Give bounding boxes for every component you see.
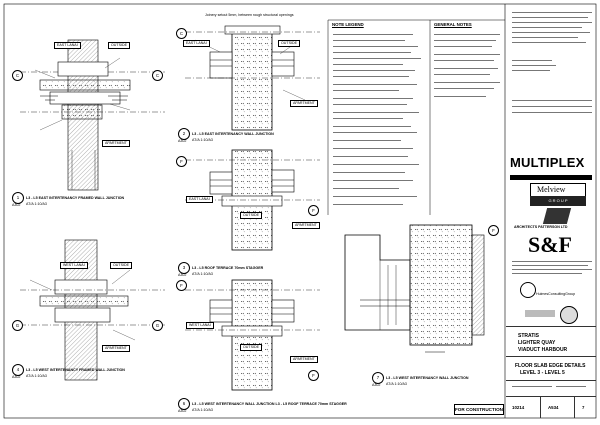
detail-2-label-lanai: EAST LANAI (183, 40, 210, 47)
detail-4-label-lanai: WEST LANAI (60, 262, 88, 269)
detail-1-drawing (20, 39, 165, 191)
detail-3-label-apartment: APARTMENT (292, 222, 320, 229)
detail-5-label-outside: OUTSIDE (240, 344, 262, 351)
detail-5-label-lanai: WEST LANAI (186, 322, 214, 329)
builder-logo: MULTIPLEX (510, 155, 585, 170)
detail-2-label-apartment: APARTMENT (290, 100, 318, 107)
grid-bubble: C (152, 70, 163, 81)
drawing-title-2: LEVEL 3 - LEVEL 5 (520, 370, 565, 376)
grid-bubble: F (308, 205, 319, 216)
grid-bubble: F (176, 156, 187, 167)
client-sub-logo: G R O U P (530, 196, 586, 206)
status-stamp: FOR CONSTRUCTION (454, 404, 504, 415)
detail-7-drawing (344, 224, 485, 353)
grid-bubble: F (308, 370, 319, 381)
detail-3-drawing (185, 149, 320, 251)
grid-bubble: C (176, 28, 187, 39)
grid-bubble: G (152, 320, 163, 331)
note-legend-title: NOTE LEGEND (332, 22, 364, 27)
joinery-note: Joinery setout 5mm, between rough struct… (205, 13, 294, 17)
detail-1-label-apartment: APARTMENT (102, 140, 130, 147)
detail-1-label-outside: OUTSIDE (108, 42, 130, 49)
sf-logo: S&F (528, 232, 572, 257)
architect-name: ARCHITECTS PATTERSON LTD (514, 225, 568, 229)
project-line-3: VIADUCT HARBOUR (518, 347, 568, 353)
grid-bubble: G (12, 320, 23, 331)
detail-1-label-lanai: EAST LANAI (54, 42, 81, 49)
architect-mark-icon (542, 208, 572, 224)
detail-3-label-outside: OUTSIDE (240, 212, 262, 219)
drawing-title-1: FLOOR SLAB EDGE DETAILS (515, 363, 586, 369)
hulmes-logo-icon (520, 282, 536, 298)
logo-bar (510, 175, 592, 180)
grid-bubble: C (12, 70, 23, 81)
revision: 7 (582, 405, 585, 410)
grid-bubble: F (488, 225, 499, 236)
detail-2-label-outside: OUTSIDE (278, 40, 300, 47)
detail-4-label-outside: OUTSIDE (110, 262, 132, 269)
detail-5-label-apartment: APARTMENT (290, 356, 318, 363)
detail-4-label-apartment: APARTMENT (102, 345, 130, 352)
consultant-logo (525, 310, 555, 317)
consultant-mark-icon (560, 306, 578, 324)
general-notes-title: GENERAL NOTES (434, 22, 472, 27)
detail-2-drawing (185, 25, 320, 131)
detail-5-drawing (185, 279, 320, 391)
client-logo: Melview (530, 183, 586, 197)
grid-bubble: F (176, 280, 187, 291)
detail-4-drawing (20, 239, 165, 381)
project-line-2: LIGHTER QUAY (518, 340, 556, 346)
job-number: 10214 (512, 405, 525, 410)
detail-3-label-lanai: EAST LANAI (186, 196, 213, 203)
project-line-1: STRATIS (518, 333, 540, 339)
sheet-number: A534 (548, 405, 559, 410)
hulmes-name: HulmesConsultingGroup (536, 292, 576, 296)
